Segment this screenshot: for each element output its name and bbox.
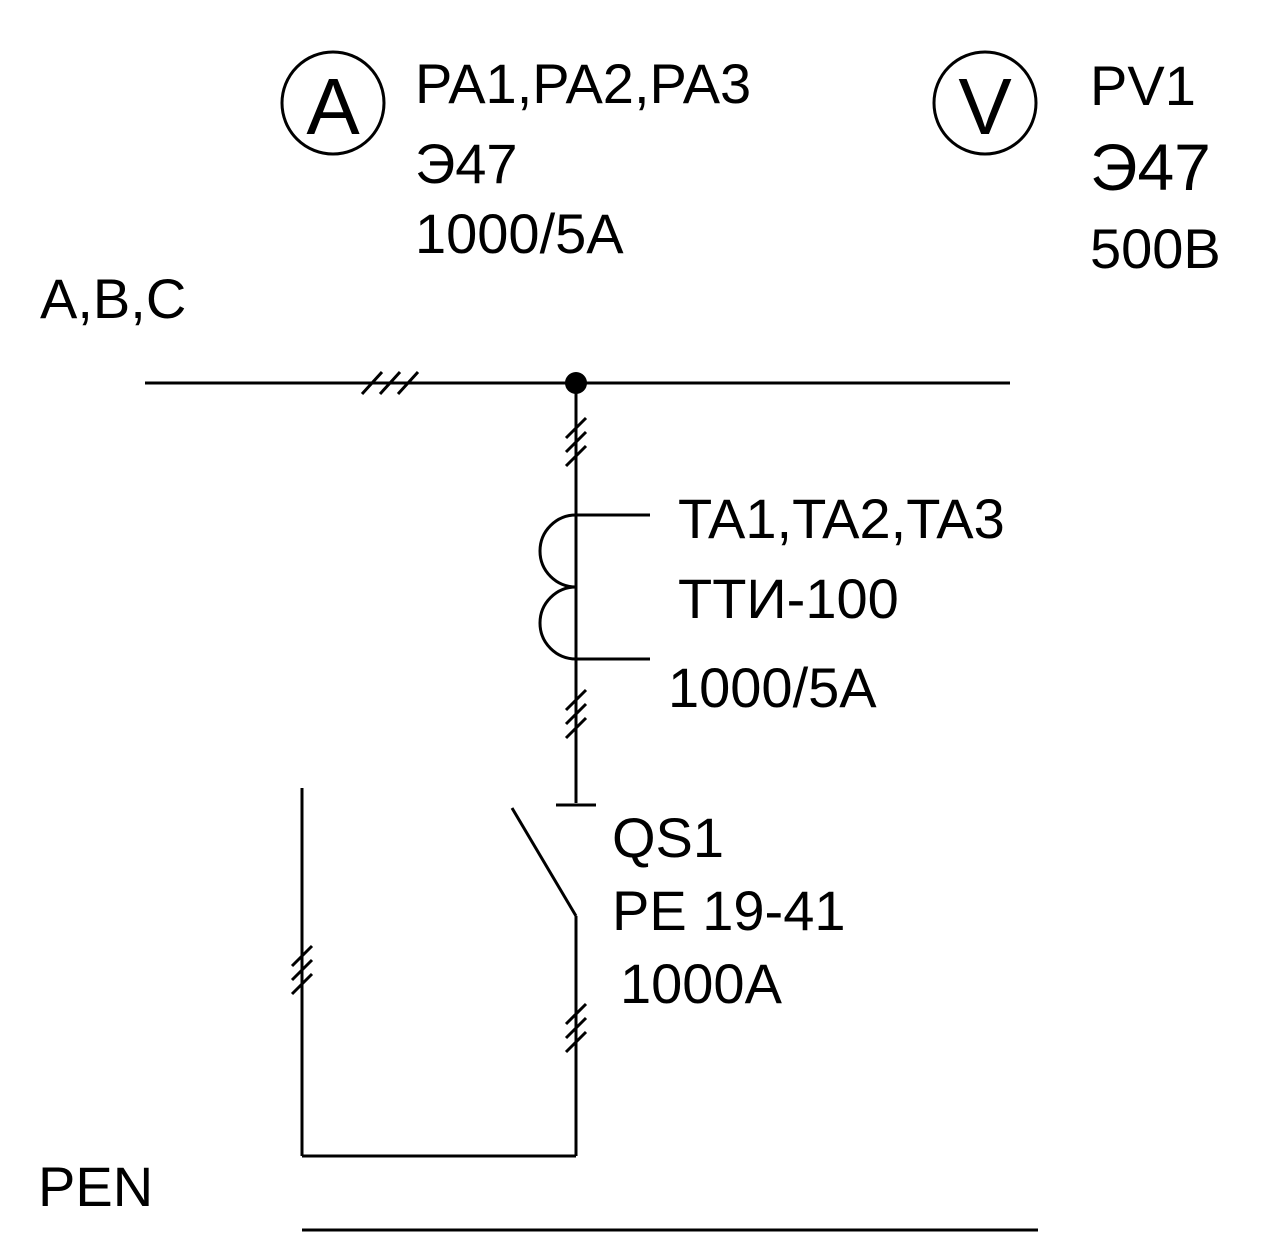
disconnect-switch-symbol xyxy=(510,803,596,1156)
pen-bus-label: PEN xyxy=(38,1155,153,1218)
return-wire-ticks xyxy=(290,944,314,996)
current-transformer-symbol xyxy=(538,513,650,661)
transformer-label-line-1: TA1,TA2,TA3 xyxy=(678,487,1005,550)
feeder-ticks-upper xyxy=(564,416,588,468)
ammeter-label-line-1: PA1,PA2,PA3 xyxy=(415,52,751,115)
busbar-three-phase-ticks xyxy=(360,370,420,396)
ammeter-label-line-2: Э47 xyxy=(415,132,518,195)
transformer-label-line-3: 1000/5A xyxy=(668,656,877,719)
switch-label-line-2: PE 19-41 xyxy=(612,879,846,942)
ammeter-symbol: A xyxy=(280,50,386,156)
switch-label-line-1: QS1 xyxy=(612,806,724,869)
voltmeter-symbol-letter: V xyxy=(958,62,1012,151)
voltmeter-label-line-2: Э47 xyxy=(1090,130,1211,204)
ammeter-symbol-letter: A xyxy=(306,62,360,151)
voltmeter-label-line-1: PV1 xyxy=(1090,54,1196,117)
voltmeter-symbol: V xyxy=(932,50,1038,156)
feeder-ticks-middle xyxy=(564,688,588,740)
voltmeter-label-line-3: 500B xyxy=(1090,217,1221,280)
feeder-ticks-lower xyxy=(564,1002,588,1054)
transformer-label-line-2: ТТИ-100 xyxy=(678,567,899,630)
ammeter-label-line-3: 1000/5A xyxy=(415,202,624,265)
switch-label-line-3: 1000A xyxy=(620,952,783,1015)
busbar-label: A,B,C xyxy=(40,267,186,330)
